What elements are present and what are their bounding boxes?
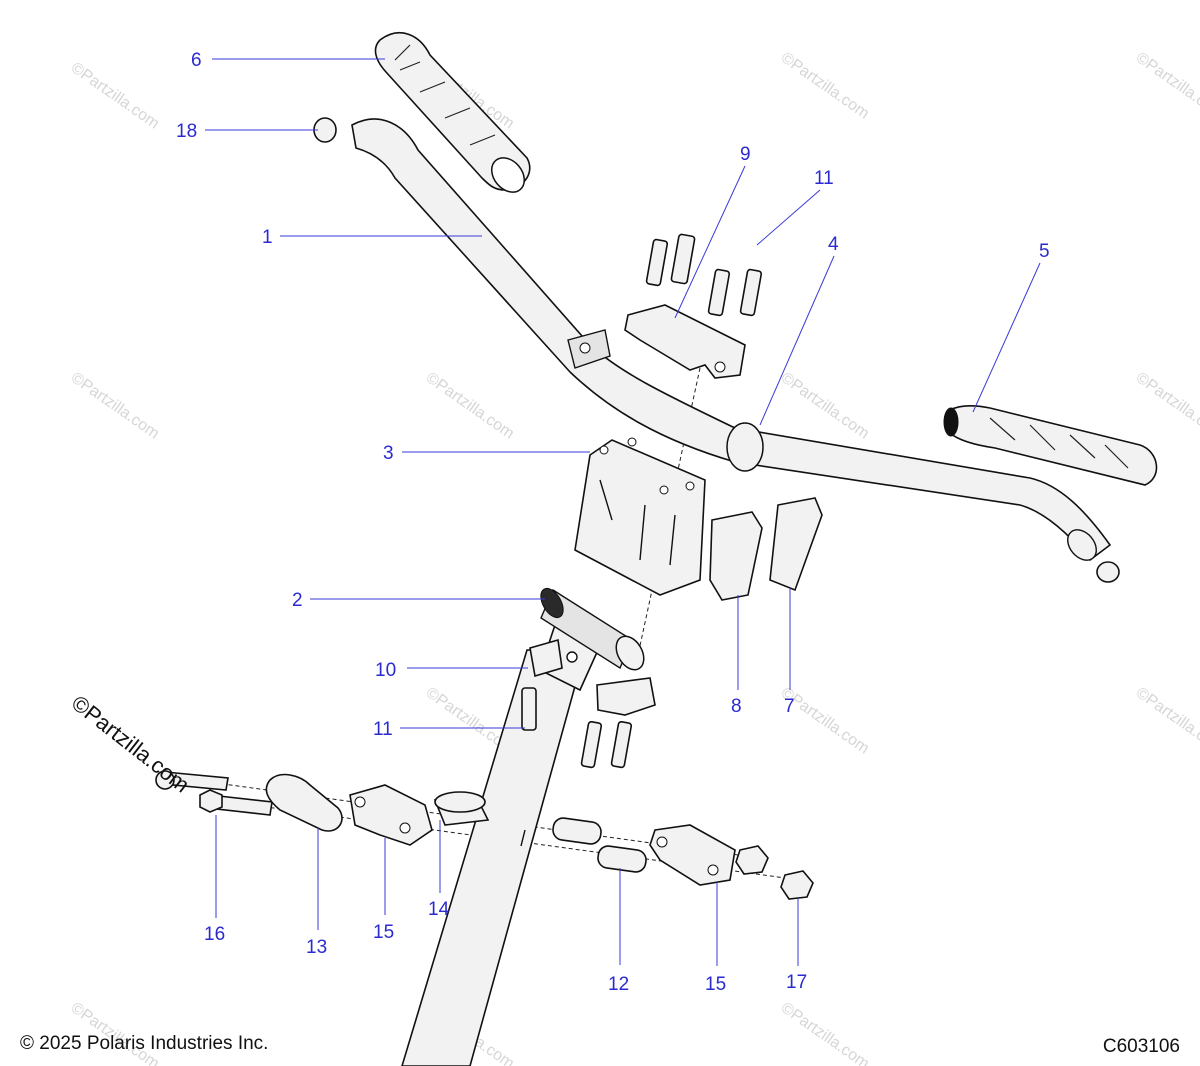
leader-lines: [205, 58, 1041, 966]
callout-14: 14: [428, 899, 450, 920]
part-17-nuts: [735, 845, 814, 900]
part-13-link-plate: [265, 773, 343, 832]
part-7-cover: [769, 497, 823, 592]
part-11-mid-bolts: [521, 687, 633, 769]
callout-1: 1: [262, 227, 273, 248]
callout-4: 4: [828, 234, 839, 255]
part-1-handlebar: [351, 118, 1112, 562]
callout-5: 5: [1039, 241, 1050, 262]
part-2-cross-shaft: [540, 587, 645, 671]
callout-9: 9: [740, 144, 751, 165]
watermark-6: ©Partzilla.com: [423, 369, 517, 442]
callout-2: 2: [292, 590, 303, 611]
callout-6: 6: [191, 50, 202, 71]
callout-15-right: 15: [705, 974, 726, 995]
part-12-spacers: [552, 817, 647, 873]
watermark-5: ©Partzilla.com: [68, 369, 162, 442]
watermark-8: ©Partzilla.com: [1133, 369, 1200, 442]
callout-18: 18: [176, 121, 197, 142]
watermark-4: ©Partzilla.com: [1133, 49, 1200, 122]
callout-17: 17: [786, 972, 807, 993]
callout-16: 16: [204, 924, 225, 945]
part-9-top-clamp: [624, 304, 746, 379]
copyright-text: © 2025 Polaris Industries Inc.: [20, 1033, 268, 1054]
callout-7: 7: [784, 696, 795, 717]
watermark-7: ©Partzilla.com: [778, 369, 872, 442]
partzilla-stamp: ©Partzilla.com: [67, 690, 194, 797]
watermark-14: ©Partzilla.com: [778, 999, 872, 1066]
watermark-3: ©Partzilla.com: [778, 49, 872, 122]
part-3-riser-block: [574, 437, 706, 596]
callout-8: 8: [731, 696, 742, 717]
part-15-clamp-right: [649, 824, 736, 886]
callouts: 6 18 1 9 11 4 5 3 2 10 11 8 7 16 13 15 1…: [176, 50, 1050, 995]
callout-11-top: 11: [814, 168, 834, 189]
callout-11-mid: 11: [373, 719, 393, 740]
part-8-cover: [709, 511, 763, 601]
part-15-clamp-left: [349, 784, 433, 846]
part-10-lower-clamp: [529, 638, 656, 716]
callout-10: 10: [375, 660, 396, 681]
part-6-grip-left: [374, 31, 531, 193]
part-16-bolts: [155, 770, 273, 816]
part-14-bushing: [433, 791, 490, 826]
watermark-11: ©Partzilla.com: [1133, 684, 1200, 757]
watermark-1: ©Partzilla.com: [68, 59, 162, 132]
callout-15-left: 15: [373, 922, 394, 943]
bar-end-plug-right: [1096, 561, 1120, 583]
callout-13: 13: [306, 937, 327, 958]
diagram-code: C603106: [1103, 1036, 1180, 1057]
part-11-top-bolts: [645, 233, 763, 317]
callout-12: 12: [608, 974, 629, 995]
callout-3: 3: [383, 443, 394, 464]
part-5-grip-right: [943, 405, 1158, 486]
